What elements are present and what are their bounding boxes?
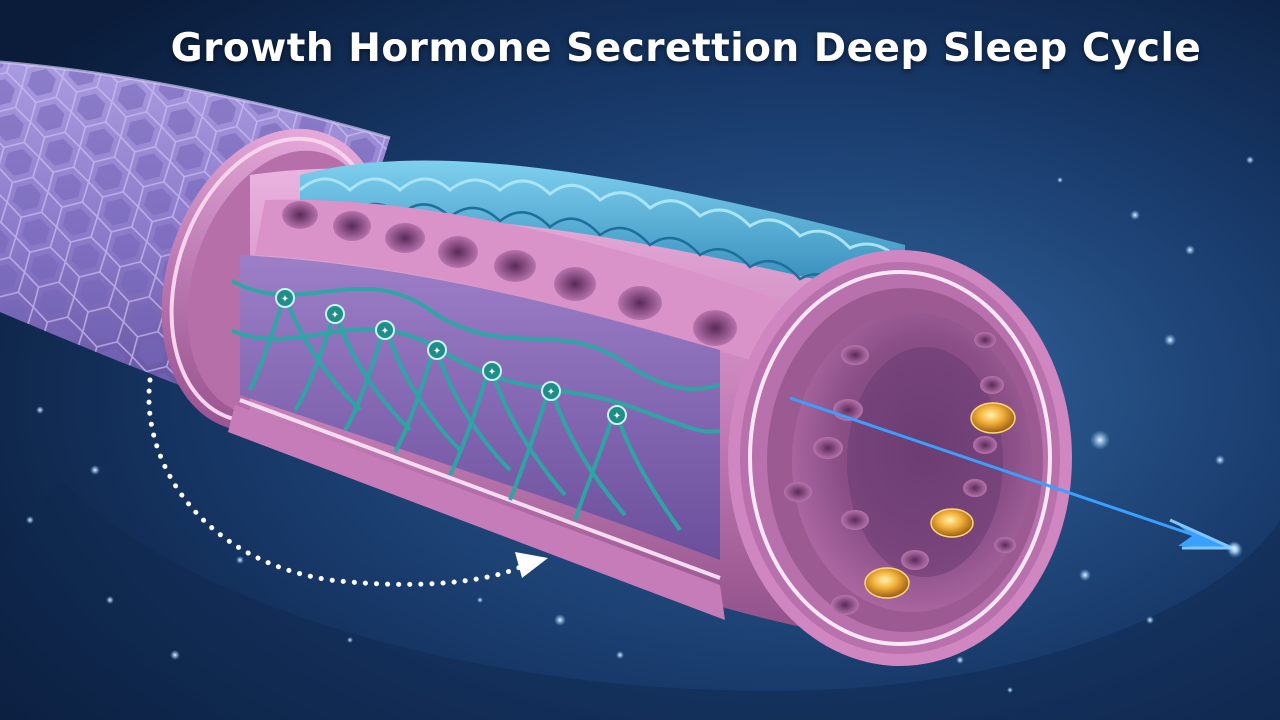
blue-flow-arrow-icon	[789, 396, 1241, 555]
svg-text:✦: ✦	[381, 326, 389, 337]
star-node-icons: ✦ ✦ ✦ ✦ ✦ ✦ ✦	[275, 288, 627, 425]
svg-text:✦: ✦	[433, 346, 441, 357]
page-title: Growth Hormone Secrettion Deep Sleep Cyc…	[170, 26, 1202, 71]
inner-cavity: ✦ ✦ ✦ ✦ ✦ ✦ ✦	[232, 255, 720, 560]
cross-section	[728, 250, 1072, 666]
svg-text:✦: ✦	[547, 387, 555, 398]
lumen-pores	[784, 332, 1016, 615]
tube-wall-pores	[255, 199, 780, 370]
svg-text:✦: ✦	[488, 367, 496, 378]
svg-text:✦: ✦	[331, 310, 339, 321]
svg-text:✦: ✦	[613, 411, 621, 422]
dotted-cycle-arrow-icon	[146, 377, 548, 587]
background-curve-shadow	[0, 480, 1280, 720]
svg-text:✦: ✦	[281, 294, 289, 305]
gold-particles	[864, 402, 1016, 599]
